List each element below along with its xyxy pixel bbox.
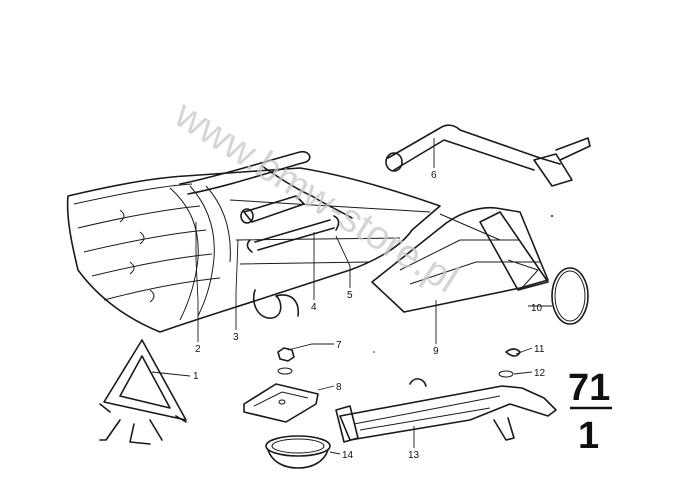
group-number-top: 71 xyxy=(568,367,610,409)
watermark: www.bmw-store.pl xyxy=(166,92,465,302)
group-number: 71 1 xyxy=(568,367,612,457)
roll-strap xyxy=(253,289,300,319)
warning-triangle xyxy=(99,339,187,445)
wing-nut xyxy=(277,347,295,375)
callout-4: 4 xyxy=(311,302,317,313)
callout-8: 8 xyxy=(336,382,342,393)
callout-2: 2 xyxy=(195,344,201,355)
callout-5: 5 xyxy=(347,290,353,301)
wrenches xyxy=(179,150,353,253)
speck xyxy=(551,215,553,217)
callout-7: 7 xyxy=(336,340,342,351)
tool-bowl xyxy=(265,435,331,469)
callout-labels: 1 2 3 4 5 6 7 8 9 10 11 12 13 14 xyxy=(193,170,546,461)
callout-leaders xyxy=(151,138,552,455)
callout-11: 11 xyxy=(534,344,545,355)
callout-10: 10 xyxy=(531,303,543,314)
callout-1: 1 xyxy=(193,371,199,382)
sealing-ring-inner xyxy=(554,270,586,322)
group-number-bottom: 1 xyxy=(578,415,599,457)
callout-3: 3 xyxy=(233,332,239,343)
wheel-chock xyxy=(371,206,549,313)
speck xyxy=(373,351,375,353)
callout-13: 13 xyxy=(408,450,420,461)
car-jack xyxy=(335,378,557,443)
callout-9: 9 xyxy=(433,346,439,357)
bolt-washer xyxy=(498,348,521,378)
wheel-brace xyxy=(385,124,591,187)
sealing-ring xyxy=(551,267,589,325)
tool-roll xyxy=(66,167,441,333)
callout-12: 12 xyxy=(534,368,546,379)
support-plate xyxy=(243,383,319,423)
callout-6: 6 xyxy=(431,170,437,181)
callout-14: 14 xyxy=(342,450,354,461)
